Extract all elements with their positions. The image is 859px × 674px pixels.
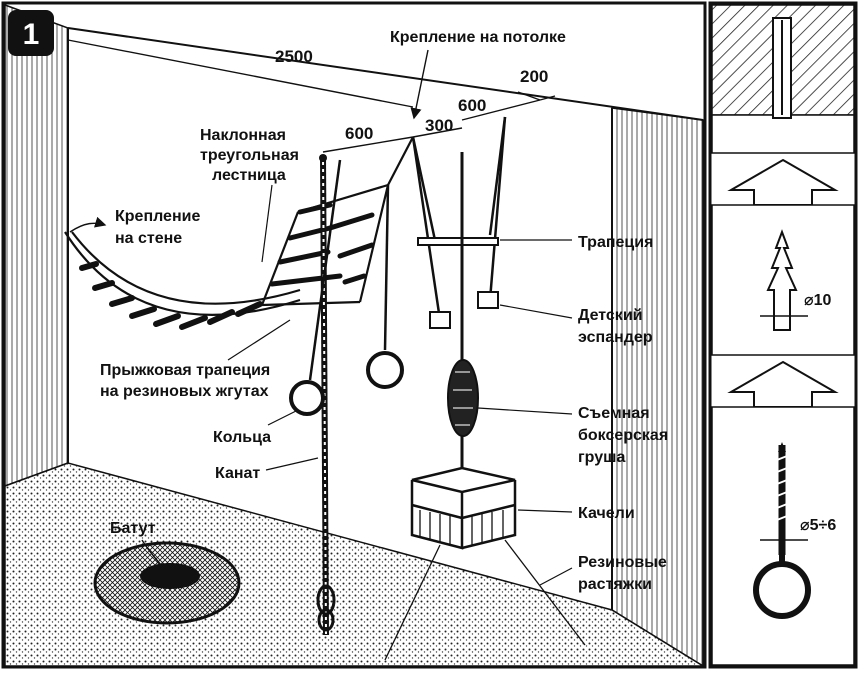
dimension-lines bbox=[67, 39, 556, 153]
label-rope: Канат bbox=[215, 465, 260, 482]
dim-300: 300 bbox=[425, 116, 453, 135]
figure-number: 1 bbox=[23, 18, 40, 51]
label-trapeze: Трапеция bbox=[578, 234, 653, 251]
label-braces-1: Резиновые bbox=[578, 554, 667, 571]
dowel-dimension: ⌀10 bbox=[804, 292, 832, 309]
label-jump-trapeze-2: на резиновых жгутах bbox=[100, 383, 269, 400]
label-trampoline: Батут bbox=[110, 520, 156, 537]
dim-600-right: 600 bbox=[458, 96, 486, 115]
label-bag-3: груша bbox=[578, 449, 625, 466]
dim-600-left: 600 bbox=[345, 124, 373, 143]
dim-overall: 2500 bbox=[275, 47, 313, 66]
rubber-braces bbox=[384, 539, 586, 661]
dowel-detail: ⌀10 bbox=[711, 204, 855, 356]
label-expander-1: Детский bbox=[578, 307, 642, 324]
label-ladder-3: лестница bbox=[212, 167, 286, 184]
figure-number-badge bbox=[8, 10, 54, 56]
rope-ladder bbox=[64, 231, 301, 330]
hook-dimension: ⌀5÷6 bbox=[800, 517, 836, 534]
label-wall-mount-1: Крепление bbox=[115, 208, 200, 225]
eye-screw-detail: ⌀5÷6 bbox=[711, 406, 855, 666]
trampoline bbox=[93, 541, 241, 625]
label-bag-1: Съемная bbox=[578, 405, 650, 422]
main-panel: 1 2500 600 300 600 200 Крепление на пото… bbox=[1, 1, 707, 669]
label-braces-2: растяжки bbox=[578, 576, 652, 593]
dim-200: 200 bbox=[520, 67, 548, 86]
ceiling-section-detail bbox=[711, 4, 855, 154]
label-rings: Кольца bbox=[213, 429, 271, 446]
gymnastic-rings bbox=[289, 159, 404, 416]
label-bag-2: боксерская bbox=[578, 427, 668, 444]
label-ladder-2: треугольная bbox=[200, 147, 299, 164]
label-ceiling-mount: Крепление на потолке bbox=[390, 29, 566, 46]
label-wall-mount-2: на стене bbox=[115, 230, 182, 247]
label-jump-trapeze-1: Прыжковая трапеция bbox=[100, 362, 270, 379]
boxing-bag bbox=[447, 359, 479, 437]
left-wall bbox=[4, 3, 69, 488]
label-ladder-1: Наклонная bbox=[200, 127, 286, 144]
swing-seat bbox=[410, 466, 517, 550]
label-expander-2: эспандер bbox=[578, 329, 653, 346]
label-swing: Качели bbox=[578, 505, 635, 522]
detail-panel: ⌀10 ⌀5÷6 bbox=[708, 1, 858, 669]
